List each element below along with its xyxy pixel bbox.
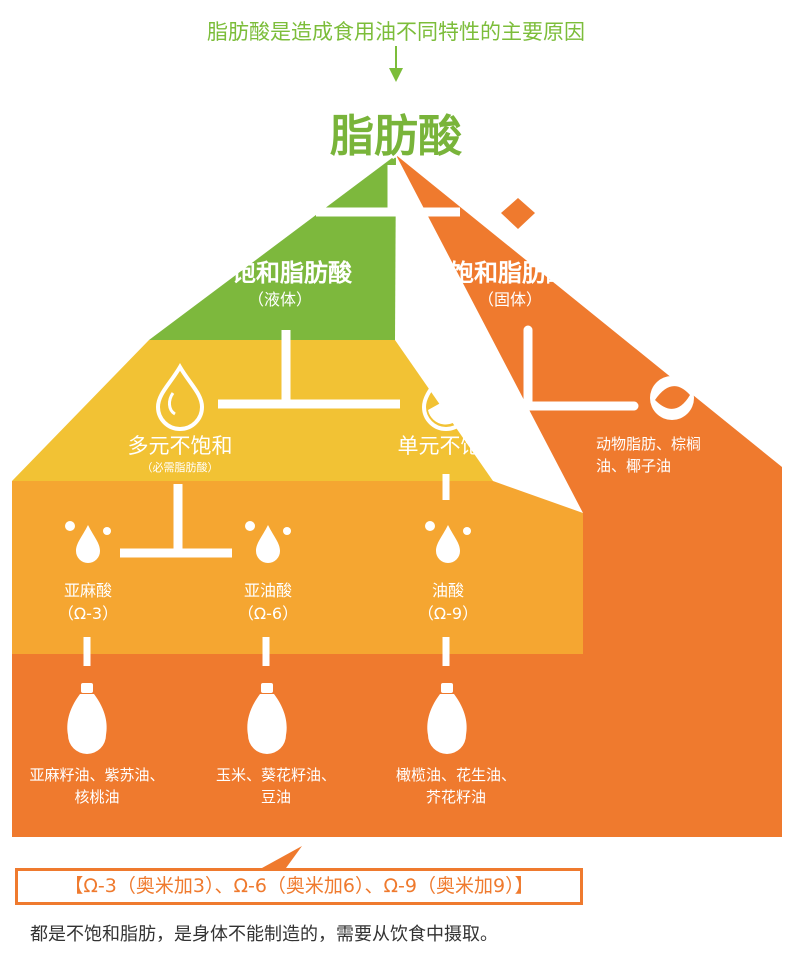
omega-connector <box>120 484 232 558</box>
half-droplet-icon <box>421 363 471 431</box>
omega-formula-box: 【Ω-3（奥米加3）、Ω-6（奥米加6）、Ω-9（奥米加9）】 <box>15 868 583 905</box>
omega-band <box>12 481 583 654</box>
omega9-droplets-icon <box>425 521 471 563</box>
poly-mono-band <box>12 340 493 481</box>
oil-sources-line1: 橄榄油、花生油、 <box>395 766 516 784</box>
oil-source-band <box>12 654 583 837</box>
saturated-sources-line1: 动物脂肪、棕榈 <box>596 435 702 453</box>
acid-name: 油酸 <box>431 581 464 600</box>
droplet-outline-icon <box>155 363 205 431</box>
bottle-icon <box>427 683 467 754</box>
acid-code: （Ω-6） <box>237 604 299 623</box>
top-caption: 脂肪酸是造成食用油不同特性的主要原因 <box>207 20 585 44</box>
omega3-droplets-icon <box>65 521 111 563</box>
acid-code: （Ω-9） <box>417 604 479 623</box>
oil-sources-line1: 玉米、葵花籽油、 <box>215 766 336 784</box>
unsaturated-region <box>149 155 396 340</box>
bottle-icon <box>67 683 107 754</box>
poly-note: （必需脂肪酸） <box>141 461 219 474</box>
footer-note: 都是不饱和脂肪，是身体不能制造的，需要从饮食中摄取。 <box>30 924 498 945</box>
saturated-sources-line2: 油、椰子油 <box>596 457 672 475</box>
source-links <box>83 637 450 666</box>
omega6-droplets-icon <box>245 521 291 563</box>
mono-label: 单元不饱和 <box>397 434 503 458</box>
bottle-icon <box>247 683 287 754</box>
acid-name: 亚麻酸 <box>63 581 112 600</box>
unsaturated-label: 不饱和脂肪酸 <box>208 259 352 287</box>
unsaturated-state: （液体） <box>247 290 312 309</box>
top-connector <box>316 165 460 217</box>
saturated-state: （固体） <box>477 290 542 309</box>
saturated-connector <box>523 325 639 411</box>
acid-code: （Ω-3） <box>57 604 119 623</box>
main-title: 脂肪酸 <box>330 111 462 162</box>
oil-sources-line1: 亚麻籽油、紫苏油、 <box>29 766 165 784</box>
saturated-region <box>396 155 782 837</box>
poly-label: 多元不饱和 <box>127 434 233 458</box>
saturated-label: 饱和脂肪酸 <box>450 259 570 287</box>
droplet-icon <box>266 188 296 236</box>
formula-pointer <box>262 846 302 868</box>
oil-sources-line2: 芥花籽油 <box>425 788 486 806</box>
oil-sources-line2: 豆油 <box>260 788 291 806</box>
caption-arrow-head <box>389 68 403 82</box>
oil-sources-line2: 核桃油 <box>74 788 120 806</box>
poly-mono-connector <box>218 330 400 409</box>
acid-name: 亚油酸 <box>243 581 292 600</box>
